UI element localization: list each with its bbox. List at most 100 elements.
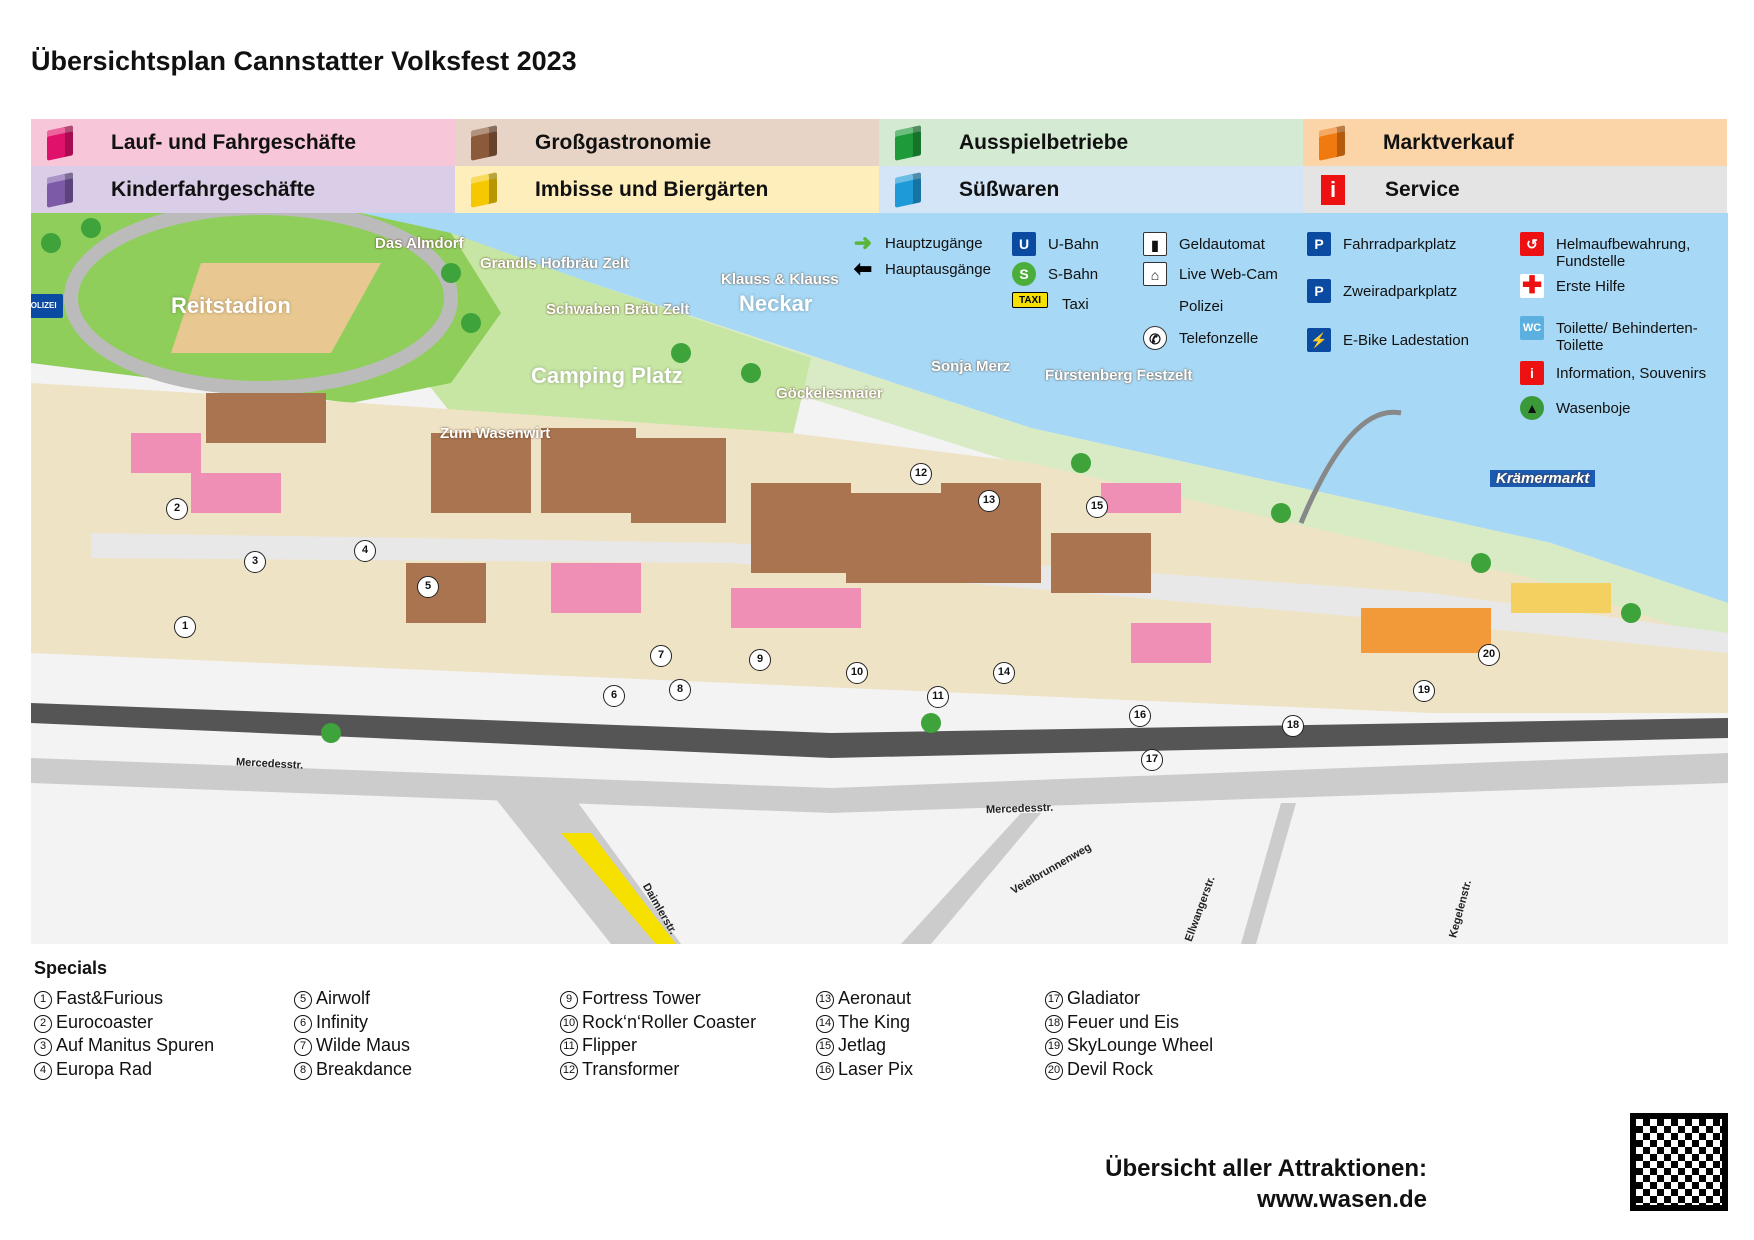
legend-label: S-Bahn bbox=[1048, 266, 1099, 283]
reitstadion-track bbox=[64, 213, 458, 395]
category-label: Ausspielbetriebe bbox=[959, 130, 1129, 154]
special-marker[interactable]: 9 bbox=[749, 649, 771, 671]
special-marker[interactable]: 1 bbox=[174, 616, 196, 638]
legend-label: Zweiradparkplatz bbox=[1343, 283, 1458, 300]
legend-label: U-Bahn bbox=[1048, 236, 1099, 253]
special-name: Fortress Tower bbox=[582, 988, 701, 1008]
special-marker[interactable]: 8 bbox=[669, 679, 691, 701]
reitstadion-arena bbox=[171, 263, 381, 353]
legend-label: Live Web-Cam bbox=[1179, 266, 1278, 283]
special-marker[interactable]: 6 bbox=[603, 685, 625, 707]
special-marker[interactable]: 18 bbox=[1282, 715, 1304, 737]
special-name: Airwolf bbox=[316, 988, 371, 1008]
special-marker[interactable]: 4 bbox=[354, 540, 376, 562]
special-marker[interactable]: 10 bbox=[846, 662, 868, 684]
special-marker[interactable]: 2 bbox=[166, 498, 188, 520]
river-neckar bbox=[361, 213, 1728, 603]
tent-logo[interactable]: Das Almdorf bbox=[375, 235, 464, 252]
first-aid-icon: ✚ bbox=[1520, 272, 1544, 299]
special-number: 4 bbox=[34, 1061, 52, 1080]
footer-url[interactable]: www.wasen.de bbox=[1257, 1186, 1427, 1213]
special-marker[interactable]: 3 bbox=[244, 551, 266, 573]
special-name: The King bbox=[838, 1011, 911, 1032]
festival-map[interactable]: Reitstadion Camping Platz Neckar Grandls… bbox=[31, 213, 1728, 944]
category-1: Lauf- und Fahrgeschäfte bbox=[31, 119, 455, 166]
special-marker[interactable]: 12 bbox=[910, 463, 932, 485]
webcam-icon: ⌂ bbox=[1143, 262, 1167, 286]
tent-logo[interactable]: Sonja Merz bbox=[931, 358, 1011, 375]
special-marker[interactable]: 13 bbox=[978, 490, 1000, 512]
special-name: Aeronaut bbox=[838, 988, 912, 1008]
special-marker[interactable]: 17 bbox=[1141, 749, 1163, 771]
legend-label: Toilette/ Behinderten-Toilette bbox=[1556, 320, 1698, 354]
taxi-icon: TAXI bbox=[1012, 292, 1048, 308]
tent-logo[interactable]: Zum Wasenwirt bbox=[440, 425, 551, 442]
category-6: Imbisse und Biergärten bbox=[455, 166, 879, 213]
category-4: Marktverkauf bbox=[1303, 119, 1727, 166]
tent-logo[interactable]: Schwaben Bräu Zelt bbox=[546, 301, 690, 318]
special-number: 13 bbox=[816, 991, 834, 1009]
specials-heading: Specials bbox=[34, 958, 108, 978]
road bbox=[31, 753, 1728, 813]
category-2: Großgastronomie bbox=[455, 119, 879, 166]
special-name: Feuer und Eis bbox=[1067, 1011, 1180, 1032]
legend-label: Telefonzelle bbox=[1179, 330, 1259, 347]
special-name: Flipper bbox=[582, 1035, 638, 1055]
camping-label: Camping Platz bbox=[531, 363, 683, 388]
legend-label: Helmaufbewahrung, Fundstelle bbox=[1556, 236, 1691, 270]
footer-label: Übersicht aller Attraktionen: bbox=[1105, 1155, 1427, 1182]
helmet-storage-icon: ↺ bbox=[1520, 232, 1544, 256]
special-number: 14 bbox=[816, 1014, 834, 1033]
special-marker[interactable]: 15 bbox=[1086, 496, 1108, 518]
special-marker[interactable]: 5 bbox=[417, 576, 439, 598]
category-cube-icon bbox=[1319, 124, 1345, 161]
special-name: Rock‘n‘Roller Coaster bbox=[582, 1011, 757, 1032]
special-marker[interactable]: 16 bbox=[1129, 705, 1151, 727]
special-number: 20 bbox=[1045, 1061, 1063, 1080]
category-label: Kinderfahrgeschäfte bbox=[111, 177, 316, 201]
tent-logo[interactable]: Fürstenberg Festzelt bbox=[1045, 367, 1193, 384]
special-name: Breakdance bbox=[316, 1058, 413, 1079]
special-name: Laser Pix bbox=[838, 1058, 914, 1079]
trees bbox=[41, 218, 1641, 743]
legend-label: Fahrradparkplatz bbox=[1343, 236, 1457, 253]
veielbrunnenweg-road bbox=[901, 813, 1041, 944]
special-marker[interactable]: 19 bbox=[1413, 680, 1435, 702]
atm-icon: ▮ bbox=[1143, 232, 1167, 256]
legend-label: Information, Souvenirs bbox=[1556, 365, 1707, 382]
tent-logo[interactable]: Göckelesmaier bbox=[776, 385, 883, 402]
special-number: 17 bbox=[1045, 991, 1063, 1009]
tent-logo[interactable]: Krämermarkt bbox=[1490, 470, 1596, 487]
special-marker[interactable]: 11 bbox=[927, 686, 949, 708]
special-name: Jetlag bbox=[838, 1035, 887, 1055]
special-number: 19 bbox=[1045, 1038, 1063, 1056]
special-marker[interactable]: 7 bbox=[650, 645, 672, 667]
railway bbox=[31, 703, 1728, 758]
special-number: 12 bbox=[560, 1061, 578, 1080]
special-marker[interactable]: 20 bbox=[1478, 644, 1500, 666]
tent-logo[interactable]: Grandls Hofbräu Zelt bbox=[480, 255, 630, 272]
special-number: 9 bbox=[560, 991, 578, 1009]
legend-label: Hauptausgänge bbox=[885, 261, 991, 278]
qr-code[interactable] bbox=[1630, 1113, 1728, 1211]
special-number: 15 bbox=[816, 1038, 834, 1056]
river-label: Neckar bbox=[739, 291, 813, 316]
information-icon: i bbox=[1520, 361, 1544, 385]
special-number: 10 bbox=[560, 1014, 578, 1033]
special-marker[interactable]: 14 bbox=[993, 662, 1015, 684]
special-number: 3 bbox=[34, 1038, 52, 1056]
camping-area bbox=[411, 233, 811, 443]
special-name: Transformer bbox=[582, 1058, 680, 1079]
special-number: 11 bbox=[560, 1038, 578, 1056]
tent-logo[interactable]: Klauss & Klauss bbox=[721, 271, 839, 288]
rides bbox=[131, 433, 1611, 663]
